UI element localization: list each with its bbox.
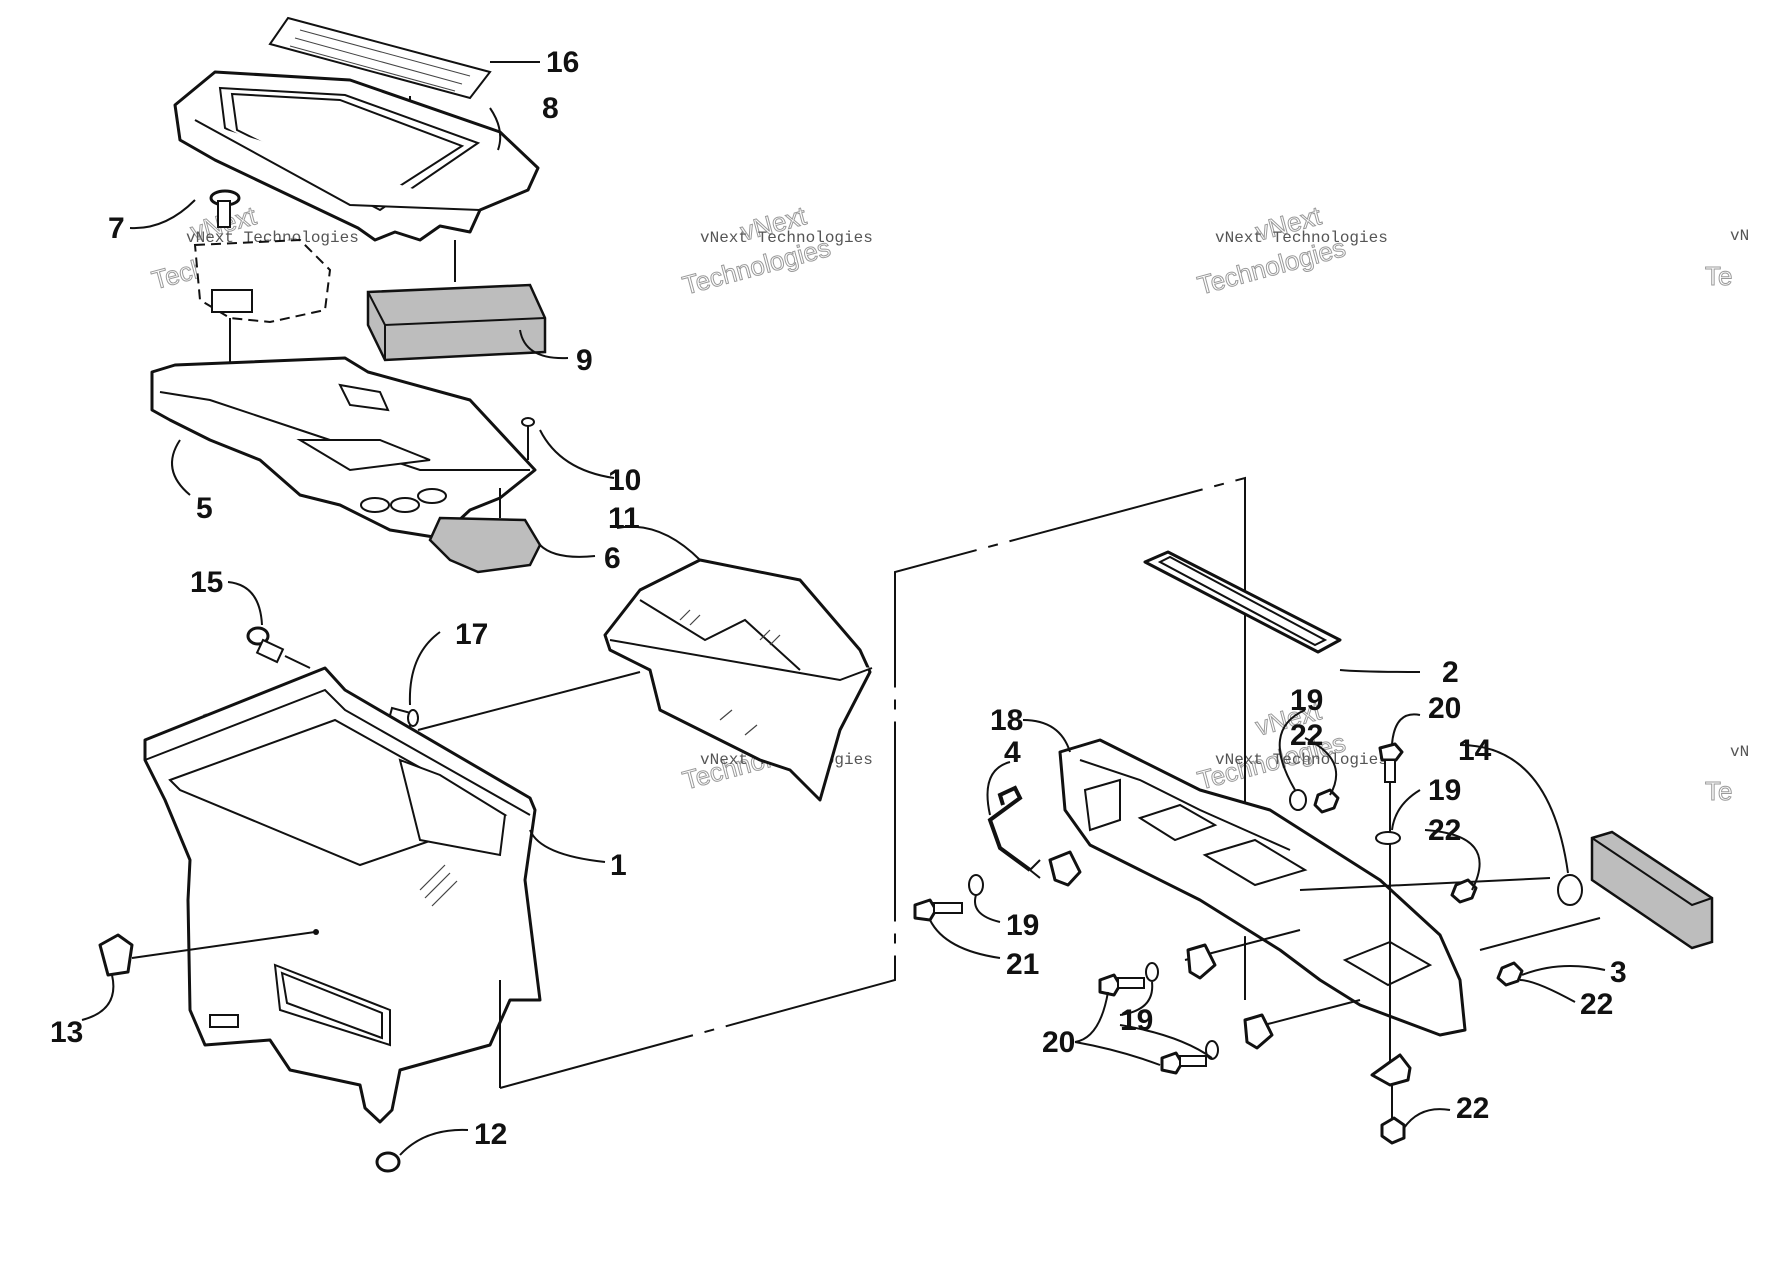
control-unit-phantom [193, 238, 332, 395]
bolt-20-upper [1378, 742, 1404, 783]
callout-22-bottom: 22 [1456, 1092, 1489, 1125]
callout-labels: 16 8 7 9 10 5 11 6 15 17 1 13 12 2 19 22… [50, 46, 1627, 1151]
cam-bottom [1370, 1053, 1412, 1087]
callout-20-lower: 20 [1042, 1026, 1075, 1059]
callout-8: 8 [542, 92, 559, 125]
watermark-3-company: vNext Technologies [1215, 229, 1388, 247]
drain-cap-12-part [375, 1151, 401, 1173]
wire-link-4-part [987, 785, 1041, 879]
connect-line-17-11 [417, 671, 641, 731]
cover-part [173, 70, 540, 242]
callout-22-upper: 22 [1290, 719, 1323, 752]
washer-19-left [968, 874, 984, 896]
watermark-6: vNext Technologies [1194, 695, 1349, 796]
washer-19-upper [1289, 789, 1307, 811]
callout-20-upper: 20 [1428, 692, 1461, 725]
callout-7: 7 [108, 212, 125, 245]
callout-10: 10 [608, 464, 641, 497]
nut-22-mid [1450, 878, 1478, 904]
cam-washer-left-3 [1243, 1013, 1274, 1050]
callout-21: 21 [1006, 948, 1039, 981]
callout-22-mid: 22 [1428, 814, 1461, 847]
screw-10-part [521, 417, 535, 460]
callout-14: 14 [1458, 734, 1492, 767]
callout-11: 11 [608, 502, 640, 535]
watermark-2: vNext Technologies [679, 200, 834, 301]
fitting-15-part [246, 626, 311, 669]
callout-16: 16 [546, 46, 579, 79]
intake-channel-18-part [1058, 738, 1467, 1037]
axis-line-1 [1299, 877, 1551, 891]
washer-19-lower-1 [1145, 962, 1159, 982]
callout-18: 18 [990, 704, 1023, 737]
nut-22-upper [1313, 788, 1340, 814]
callout-22-right: 22 [1580, 988, 1613, 1021]
foam-pad-3-part [1590, 830, 1714, 950]
nut-22-right [1496, 961, 1524, 987]
watermark-6-company: vNext Technologies [1215, 751, 1388, 769]
cam-washer-left-2 [1186, 943, 1217, 980]
screw-part [209, 189, 241, 228]
callout-3: 3 [1610, 956, 1627, 989]
cam-washer-left-1 [1048, 850, 1082, 887]
callout-5: 5 [196, 492, 213, 525]
callout-12: 12 [474, 1118, 507, 1151]
bolt-21 [913, 898, 963, 922]
main-housing-part [143, 666, 542, 1124]
clip-13-part [98, 931, 316, 977]
washer-19-mid [1375, 831, 1401, 845]
washer-19-lower-2 [1205, 1040, 1219, 1060]
callout-19-upper: 19 [1290, 684, 1323, 717]
hardware [913, 742, 1524, 1145]
nut-22-bottom [1380, 1116, 1406, 1145]
leader-lines [81, 61, 1606, 1156]
gasket-2-part [1143, 550, 1342, 795]
axis-line-2 [1479, 917, 1601, 951]
callout-19-left: 19 [1006, 909, 1039, 942]
callout-19-mid: 19 [1428, 774, 1461, 807]
watermark-2-company: vNext Technologies [700, 229, 873, 247]
plug-14-part [1557, 874, 1583, 906]
callout-13: 13 [50, 1016, 83, 1049]
callout-17: 17 [455, 618, 488, 651]
watermark-edge-2: Te [1705, 261, 1732, 291]
callout-19-lower: 19 [1120, 1004, 1153, 1037]
reference-frame [499, 476, 1246, 1089]
callout-4: 4 [1004, 736, 1021, 769]
filter-foam-part [366, 240, 547, 362]
callout-1: 1 [610, 849, 627, 882]
callout-2: 2 [1442, 656, 1459, 689]
bolt-20-lower-1 [1098, 973, 1145, 997]
watermark-edge-4: Te [1705, 776, 1732, 806]
bolt-20-lower-2 [1160, 1051, 1207, 1075]
watermark-3: vNext Technologies [1194, 200, 1349, 301]
callout-6: 6 [604, 542, 621, 575]
callout-9: 9 [576, 344, 593, 377]
lower-foam-part [428, 488, 542, 574]
callout-15: 15 [190, 566, 223, 599]
watermark-edge-3: vN [1730, 743, 1749, 761]
watermark-edge-1: vN [1730, 227, 1749, 245]
intake-boot-part [603, 558, 873, 802]
